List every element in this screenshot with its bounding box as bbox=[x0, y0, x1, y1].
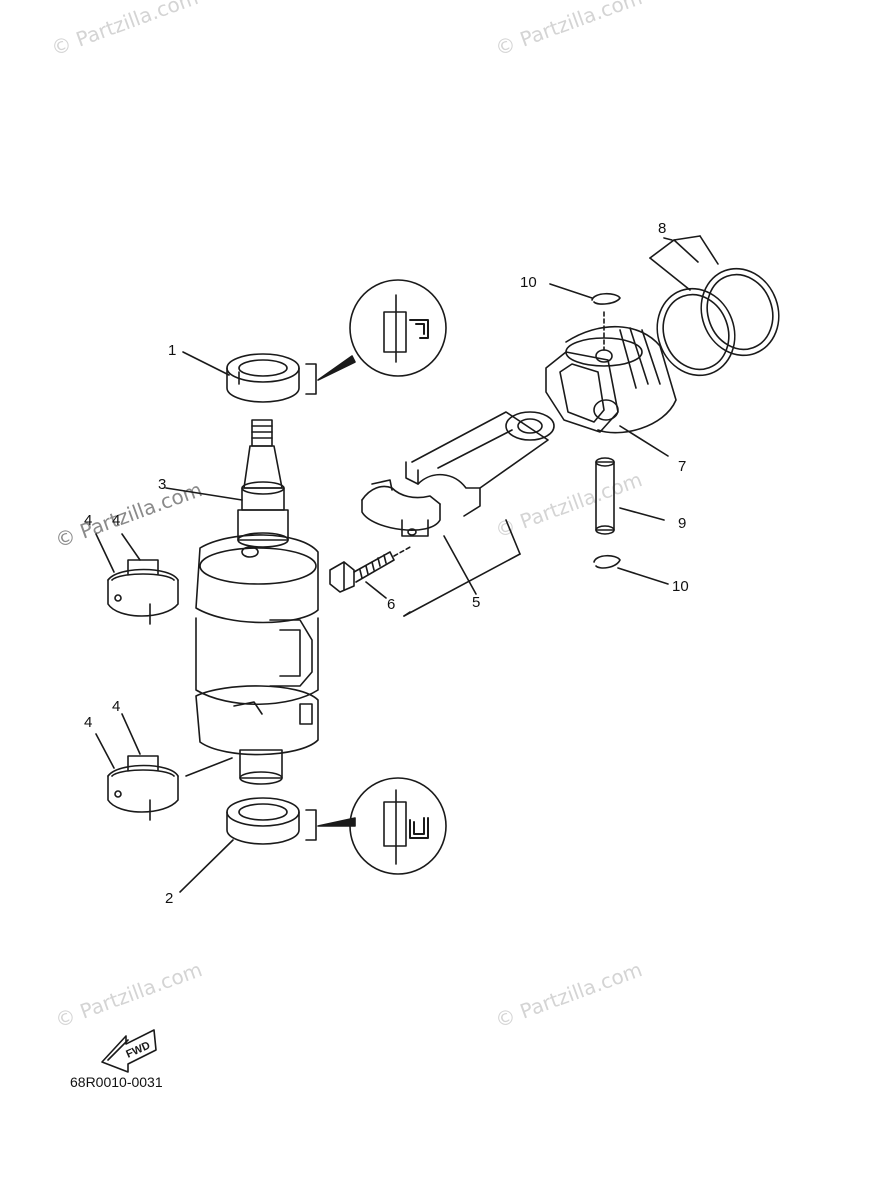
callout-2: 2 bbox=[165, 890, 174, 907]
conrod-bolt bbox=[329, 545, 413, 599]
callout-10a: 10 bbox=[520, 274, 537, 291]
piston-pin bbox=[595, 457, 665, 535]
callout-9: 9 bbox=[678, 515, 687, 532]
circlip-lower bbox=[593, 554, 669, 585]
callout-7: 7 bbox=[678, 458, 687, 475]
circlip-upper bbox=[549, 283, 621, 305]
callout-1: 1 bbox=[168, 342, 177, 359]
leader-2 bbox=[179, 839, 234, 893]
leader-10b bbox=[617, 567, 669, 585]
callout-6: 6 bbox=[387, 596, 396, 613]
callout-4c: 4 bbox=[84, 714, 93, 731]
piston-rings bbox=[649, 235, 780, 377]
callout-5: 5 bbox=[472, 594, 481, 611]
leader-5 bbox=[443, 535, 477, 595]
leader-9 bbox=[619, 507, 665, 521]
callout-4a: 4 bbox=[84, 512, 93, 529]
callout-8: 8 bbox=[658, 220, 667, 237]
seal-detail-lower-icon bbox=[349, 777, 447, 875]
callout-4d: 4 bbox=[112, 698, 121, 715]
callout-3: 3 bbox=[158, 476, 167, 493]
leader-3 bbox=[165, 487, 243, 501]
callout-10b: 10 bbox=[672, 578, 689, 595]
leader-5-bracket bbox=[403, 553, 521, 617]
diagram-part-code: 68R0010-0031 bbox=[70, 1074, 163, 1090]
leader-6 bbox=[365, 581, 387, 599]
leader-1 bbox=[182, 351, 230, 376]
oil-seal-upper bbox=[182, 351, 356, 403]
seal-detail-upper-icon bbox=[349, 279, 447, 377]
fwd-arrow-icon bbox=[101, 1029, 157, 1073]
oil-seal-lower bbox=[179, 797, 356, 893]
connecting-rod bbox=[361, 411, 555, 537]
crankshaft bbox=[165, 419, 319, 785]
piston bbox=[545, 311, 677, 457]
leader-7 bbox=[619, 425, 669, 457]
bearing-lower bbox=[95, 713, 233, 821]
leader-10a bbox=[549, 283, 593, 299]
callout-4b: 4 bbox=[112, 512, 121, 529]
bearing-upper bbox=[95, 533, 179, 625]
